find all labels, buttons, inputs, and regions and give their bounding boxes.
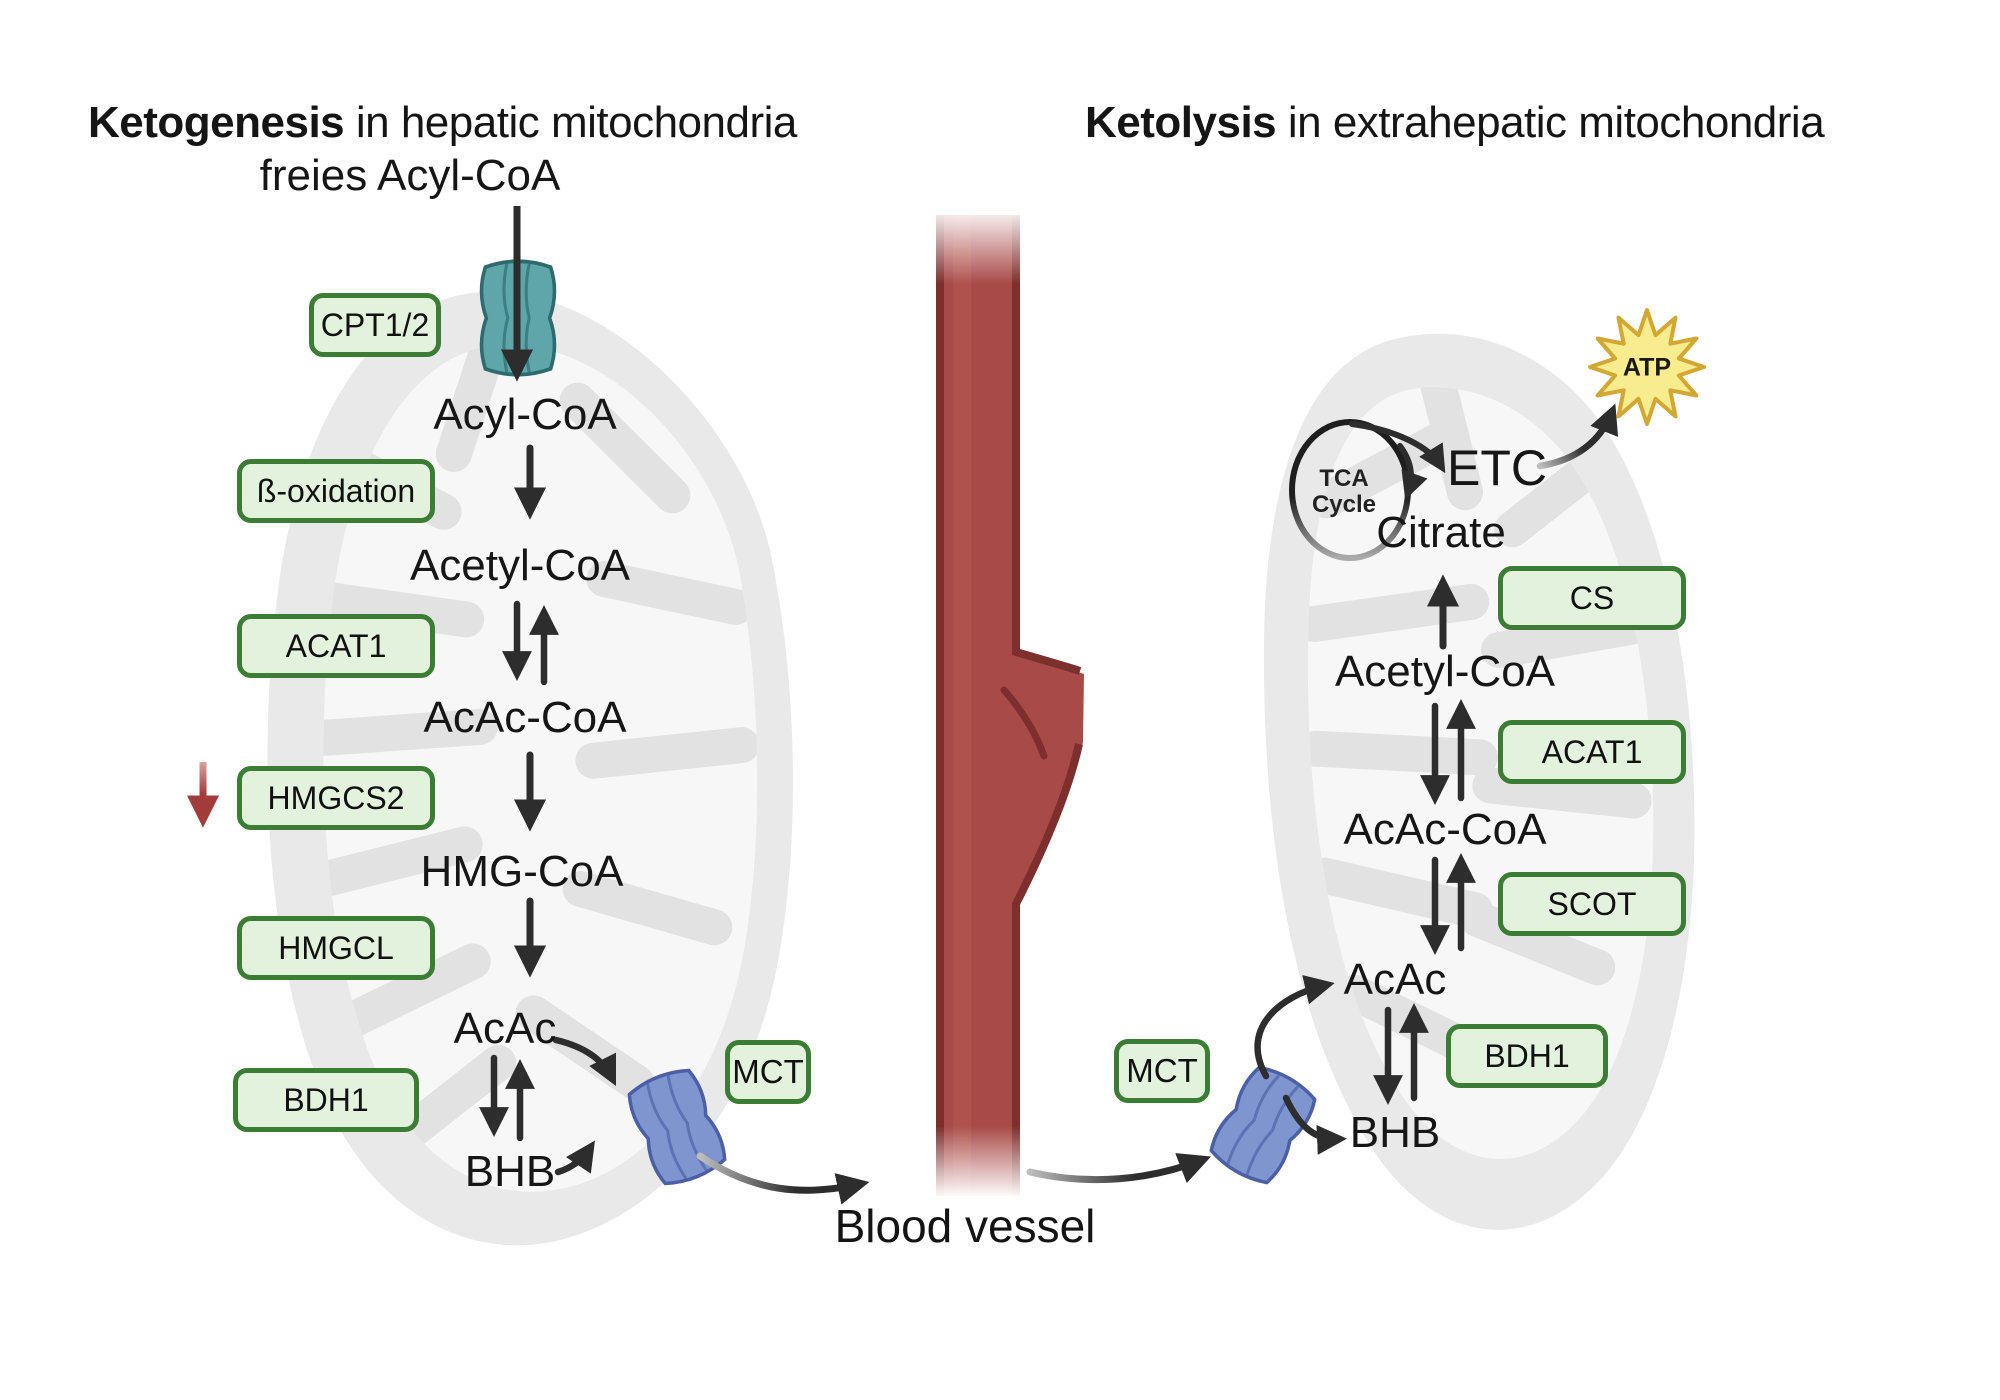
enzyme-box-acat1-right: ACAT1 xyxy=(1498,720,1686,784)
label-acac-right: AcAc xyxy=(1343,955,1447,1004)
enzyme-box-hmgcs2: HMGCS2 xyxy=(237,766,435,830)
label-acac-coa-left: AcAc-CoA xyxy=(423,693,627,742)
ketolysis-title: Ketolysis in extrahepatic mitochondria xyxy=(1085,98,1825,148)
transporter-box-mct-left: MCT xyxy=(725,1040,811,1104)
ketogenesis-title: Ketogenesis in hepatic mitochondria xyxy=(88,98,797,148)
enzyme-box-bdh1-left: BDH1 xyxy=(233,1068,419,1132)
arrow-vessel-to-mct-right xyxy=(1026,1153,1212,1184)
enzyme-label-beta-oxidation: ß-oxidation xyxy=(256,472,416,509)
label-acetyl-coa-right: Acetyl-CoA xyxy=(1334,647,1556,696)
arrow-mct-to-acac-right xyxy=(1254,975,1335,1080)
mitochondrion-hepatic xyxy=(267,291,793,1246)
label-hmg-coa: HMG-CoA xyxy=(420,847,624,896)
label-free-acyl-coa: freies Acyl-CoA xyxy=(259,151,561,200)
enzyme-label-hmgcs2: HMGCS2 xyxy=(267,779,405,816)
label-etc: ETC xyxy=(1447,440,1547,496)
enzyme-label-hmgcl: HMGCL xyxy=(278,929,394,966)
arrow-mct-to-bhb-right xyxy=(1282,1094,1347,1155)
atp-label: ATP xyxy=(1622,353,1672,382)
ketogenesis-title-rest: in hepatic mitochondria xyxy=(344,98,797,147)
enzyme-box-bdh1-right: BDH1 xyxy=(1446,1024,1608,1088)
transporter-box-mct-right: MCT xyxy=(1114,1039,1210,1103)
blood-vessel xyxy=(918,206,1102,1200)
blood-vessel-label: Blood vessel xyxy=(834,1200,1096,1252)
cristae-left xyxy=(323,344,758,1161)
label-bhb-right: BHB xyxy=(1349,1108,1441,1157)
mitochondrion-extrahepatic xyxy=(1263,333,1695,1230)
ketolysis-title-rest: in extrahepatic mitochondria xyxy=(1276,98,1825,147)
transporter-label-mct-left: MCT xyxy=(732,1053,804,1090)
arrow-acac-to-mct-left xyxy=(552,1036,617,1087)
enzyme-label-bdh1-right: BDH1 xyxy=(1484,1037,1570,1074)
pathway-arrows xyxy=(186,206,1619,1205)
enzyme-box-hmgcl: HMGCL xyxy=(237,916,435,980)
arrow-mct-to-vessel xyxy=(696,1152,870,1205)
enzyme-label-cpt12: CPT1/2 xyxy=(320,306,430,343)
arrow-bhb-to-mct-left xyxy=(554,1140,595,1176)
label-bhb-left: BHB xyxy=(464,1147,556,1196)
label-citrate: Citrate xyxy=(1376,508,1506,557)
arrow-tca-to-etc xyxy=(1349,421,1446,474)
label-acetyl-coa-left: Acetyl-CoA xyxy=(409,541,631,590)
label-acac-left: AcAc xyxy=(453,1004,557,1053)
label-acyl-coa-left: Acyl-CoA xyxy=(433,390,617,439)
enzyme-label-acat1-right: ACAT1 xyxy=(1541,733,1643,770)
enzyme-box-acat1-left: ACAT1 xyxy=(237,614,435,678)
ketolysis-title-bold: Ketolysis xyxy=(1085,98,1277,147)
enzyme-box-beta-oxidation: ß-oxidation xyxy=(237,459,435,523)
tca-cycle-line1: TCA xyxy=(1319,465,1369,493)
enzyme-label-cs: CS xyxy=(1569,579,1615,616)
arrow-tca-to-citrate xyxy=(1397,443,1428,500)
enzyme-box-cs: CS xyxy=(1498,566,1686,630)
ketogenesis-title-bold: Ketogenesis xyxy=(88,98,345,147)
enzyme-label-acat1-left: ACAT1 xyxy=(285,627,387,664)
atp-burst-icon xyxy=(1588,308,1706,426)
label-acac-coa-right: AcAc-CoA xyxy=(1343,805,1547,854)
enzyme-box-cpt12: CPT1/2 xyxy=(309,293,441,357)
transporter-label-mct-right: MCT xyxy=(1126,1052,1198,1089)
enzyme-box-scot: SCOT xyxy=(1498,872,1686,936)
enzyme-label-bdh1-left: BDH1 xyxy=(283,1081,369,1118)
enzyme-label-scot: SCOT xyxy=(1547,885,1637,922)
tca-cycle-line2: Cycle xyxy=(1311,491,1377,518)
arrow-etc-to-atp xyxy=(1536,403,1619,470)
